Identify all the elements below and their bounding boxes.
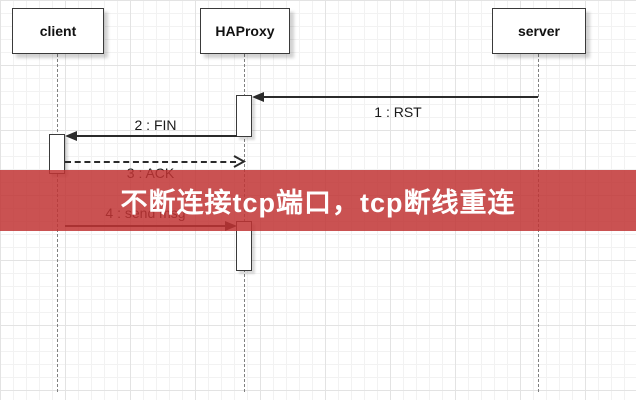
message-line-fin xyxy=(74,135,237,137)
message-line-rst xyxy=(261,96,538,98)
actor-box-haproxy: HAProxy xyxy=(200,8,290,54)
activation-client xyxy=(49,134,65,174)
actor-box-server: server xyxy=(492,8,586,54)
activation-haproxy-1 xyxy=(236,95,252,137)
banner-text: 不断连接tcp端口，tcp断线重连 xyxy=(120,188,516,218)
message-label-fin: 2 : FIN xyxy=(134,117,177,133)
arrowhead-open-right-icon xyxy=(231,154,247,169)
message-line-ack xyxy=(65,161,236,163)
actor-label-client: client xyxy=(39,23,77,39)
arrowhead-left-icon xyxy=(252,92,264,102)
actor-box-client: client xyxy=(12,8,104,54)
actor-label-server: server xyxy=(517,23,561,39)
arrowhead-left-icon xyxy=(65,131,77,141)
message-label-rst: 1 : RST xyxy=(374,104,422,120)
banner-overlay: 不断连接tcp端口，tcp断线重连 xyxy=(0,170,636,231)
actor-label-haproxy: HAProxy xyxy=(215,23,275,39)
